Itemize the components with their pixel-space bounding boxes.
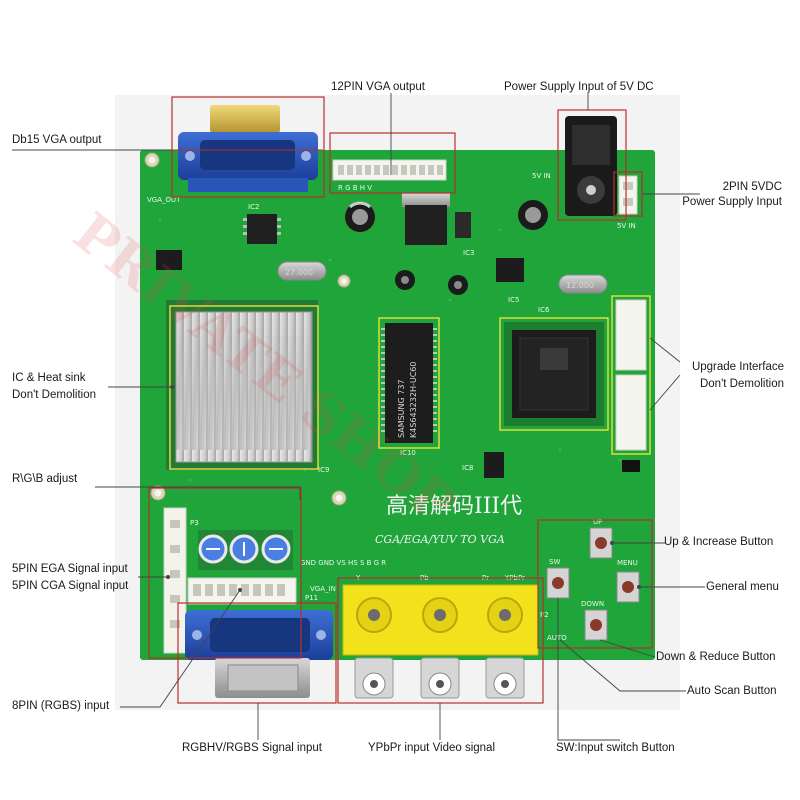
- callout-12pin-vga: 12PIN VGA output: [331, 81, 425, 93]
- ic6-plcc-chip: [504, 322, 604, 426]
- crystal2-text: 12.000: [566, 281, 594, 290]
- p11-silk: P11: [305, 594, 318, 602]
- callout-upgrade-2: Don't Demolition: [699, 378, 784, 390]
- callout-down-reduce: Down & Reduce Button: [656, 651, 776, 663]
- leader-lines: [12, 92, 705, 741]
- upgrade-interface-connectors: [615, 299, 647, 451]
- capacitors: [345, 200, 548, 295]
- callout-5pin-cga: 5PIN CGA Signal input: [12, 580, 129, 592]
- 5v-in2-silk: 5V IN: [617, 222, 636, 230]
- sdram-text-1: SAMSUNG 737: [397, 379, 406, 438]
- callout-2pin-5vdc-2: Power Supply Input: [682, 196, 782, 208]
- ic6-silk: IC6: [538, 306, 550, 314]
- callout-ic-heat-1: IC & Heat sink: [12, 372, 86, 384]
- ic8-chip: [484, 452, 504, 478]
- gnd-pins-silk: GND GND VS HS S B G R: [300, 559, 386, 567]
- ic10-silk: IC10: [400, 449, 416, 457]
- crystal-27mhz: 27.000: [277, 261, 327, 281]
- ic9-heat-sink: [166, 300, 318, 470]
- ic9-silk: IC9: [318, 466, 329, 474]
- btn-sw-silk: SW: [549, 558, 560, 566]
- vga-out-silk: VGA_OUT: [147, 196, 181, 204]
- callout-rgb-adjust: R\G\B adjust: [12, 473, 78, 485]
- sdram-chip-ic10: SAMSUNG 737 K4S643232H-UC60: [381, 323, 437, 443]
- btn-up-silk: UP: [593, 518, 602, 526]
- ic2-chip: [243, 214, 281, 244]
- pin12-vga-connector: R G B H V: [332, 159, 447, 192]
- ic8-silk: IC8: [462, 464, 473, 472]
- small-chip-left: [156, 250, 182, 270]
- board-subtitle: CGA/EGA/YUV TO VGA: [375, 533, 505, 546]
- vga-in-silk: VGA_IN: [310, 585, 336, 593]
- btn-menu-silk: MENU: [617, 559, 638, 567]
- btn-down-silk: DOWN: [581, 600, 604, 608]
- pin12-silk: R G B H V: [338, 184, 372, 192]
- callout-boxes: [148, 96, 653, 704]
- callout-sw-input: SW:Input switch Button: [556, 742, 675, 754]
- 5v-in-silk: 5V IN: [532, 172, 551, 180]
- callout-2pin-5vdc-1: 2PIN 5VDC: [722, 181, 782, 193]
- sdram-text-2: K4S643232H-UC60: [409, 362, 418, 438]
- callout-ypbpr: YPbPr input Video signal: [368, 742, 496, 754]
- rgb-potentiometers: [198, 530, 293, 570]
- callout-up-increase: Up & Increase Button: [664, 536, 774, 548]
- p2-silk: P2: [540, 611, 549, 619]
- mounting-holes: [144, 152, 351, 506]
- btn-auto-silk: AUTO: [547, 634, 567, 642]
- vga-db15-output-connector: [178, 105, 318, 192]
- callout-ic-heat-2: Don't Demolition: [12, 389, 97, 401]
- crystal-12mhz: 12.000: [558, 274, 608, 294]
- callout-db15: Db15 VGA output: [12, 134, 102, 146]
- pin2-5v-connector: [618, 175, 638, 215]
- board-title-cn: 高清解码III代: [386, 494, 522, 519]
- voltage-regulator: [402, 193, 471, 245]
- callout-5pin-ega: 5PIN EGA Signal input: [12, 563, 128, 575]
- callout-upgrade-1: Upgrade Interface: [691, 361, 784, 373]
- p3-silk: P3: [190, 519, 199, 527]
- ic5-silk: IC5: [508, 296, 519, 304]
- vga-input-connector: [185, 610, 333, 698]
- highlight-boxes: [169, 295, 651, 470]
- ic3-chip: [496, 258, 524, 282]
- leader-arrows: [166, 385, 641, 592]
- ic2-silk: IC2: [248, 203, 259, 211]
- callout-rgbhv: RGBHV/RGBS Signal input: [182, 742, 322, 754]
- crystal1-text: 27.000: [285, 268, 313, 277]
- callout-general-menu: General menu: [706, 581, 779, 593]
- pin5-ega-cga-connector: [163, 507, 187, 654]
- pin8-rgbs-connector: [187, 577, 297, 605]
- callout-power-dc: Power Supply Input of 5V DC: [504, 81, 654, 93]
- jumper-header: [622, 460, 640, 472]
- rca-ypbpr-connectors: [342, 584, 539, 699]
- tact-buttons: [546, 527, 640, 641]
- ic3-silk: IC3: [463, 249, 474, 257]
- callout-auto-scan: Auto Scan Button: [687, 685, 777, 697]
- dc-jack: [565, 116, 617, 216]
- callout-8pin-rgbs: 8PIN (RGBS) input: [12, 700, 110, 712]
